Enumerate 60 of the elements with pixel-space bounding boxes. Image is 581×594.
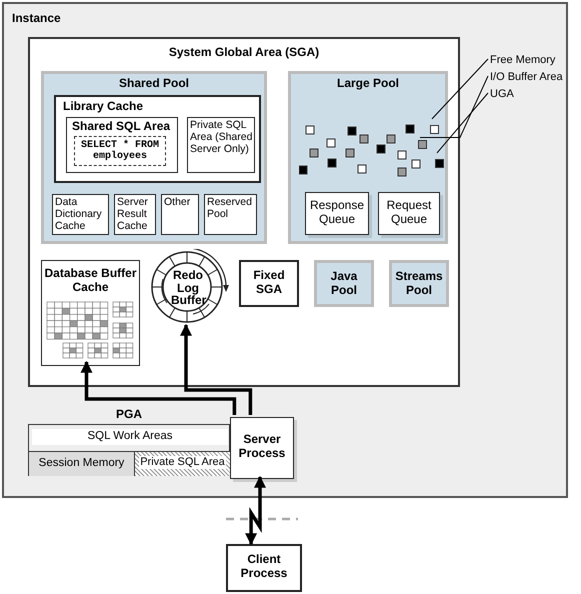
memory-area-box [66,117,178,173]
pga-box [28,407,230,476]
box-label: Reserved Pool [207,196,253,220]
sga-box [28,37,460,387]
box-title: Library Cache [63,100,144,114]
box-label: Private SQL Area [139,456,226,469]
box-label: Data Dictionary Cache [55,196,103,232]
box-label: Request Queue [386,199,432,227]
arrow [245,476,266,546]
memory-area-box [389,260,449,307]
box-label: Client Process [240,553,288,581]
memory-block [430,125,439,134]
box-title: System Global Area (SGA) [168,46,320,60]
memory-area-box [161,194,199,235]
memory-block [418,140,427,149]
leader-label: I/O Buffer Area [490,71,568,85]
box-label: Fixed SGA [252,269,286,297]
memory-area-box [135,451,230,476]
leader-line [420,76,488,138]
box-label: Response Queue [308,199,366,227]
code-text: SELECT * FROM employees [74,136,166,166]
box-title: Shared Pool [118,77,190,91]
box-label: Other [164,196,192,208]
leader-label: Free Memory [490,54,568,68]
arrow [80,360,236,415]
pool-box [288,71,448,244]
box-label: Redo Log Buffer [171,269,205,307]
box-label: Streams Pool [394,270,444,298]
memory-block [435,159,444,168]
box-title: Database Buffer Cache [43,267,138,295]
memory-area-box [226,544,302,592]
memory-area-box [54,95,261,183]
leader-label: UGA [490,88,530,102]
box-title: Instance [12,12,61,26]
box-label: Session Memory [38,457,126,470]
box-label: Java Pool [330,270,358,298]
pool-box [41,71,267,244]
leader-line [436,92,488,154]
process-box [230,417,294,479]
memory-area-box [114,194,156,235]
memory-area-box [378,192,440,235]
box-title: Shared SQL Area [72,120,170,134]
memory-area-box [52,194,109,235]
memory-area-box [239,260,299,307]
memory-area-box [305,192,369,235]
memory-area-box [314,260,374,307]
box-title: Large Pool [336,77,400,91]
leader-line [432,58,488,120]
box-label: Server Result Cache [117,196,149,232]
arrow [180,324,252,415]
memory-area-box [41,260,140,366]
memory-area-box [29,451,135,476]
memory-area-box [187,117,255,173]
memory-area-bar [32,429,228,445]
memory-area-box [204,194,257,235]
box-label: Private SQL Area (Shared Server Only) [190,119,253,156]
instance-box [2,2,568,498]
box-title: PGA [114,408,143,422]
box-label: SQL Work Areas [86,430,174,444]
box-title: Server Process [238,433,286,461]
